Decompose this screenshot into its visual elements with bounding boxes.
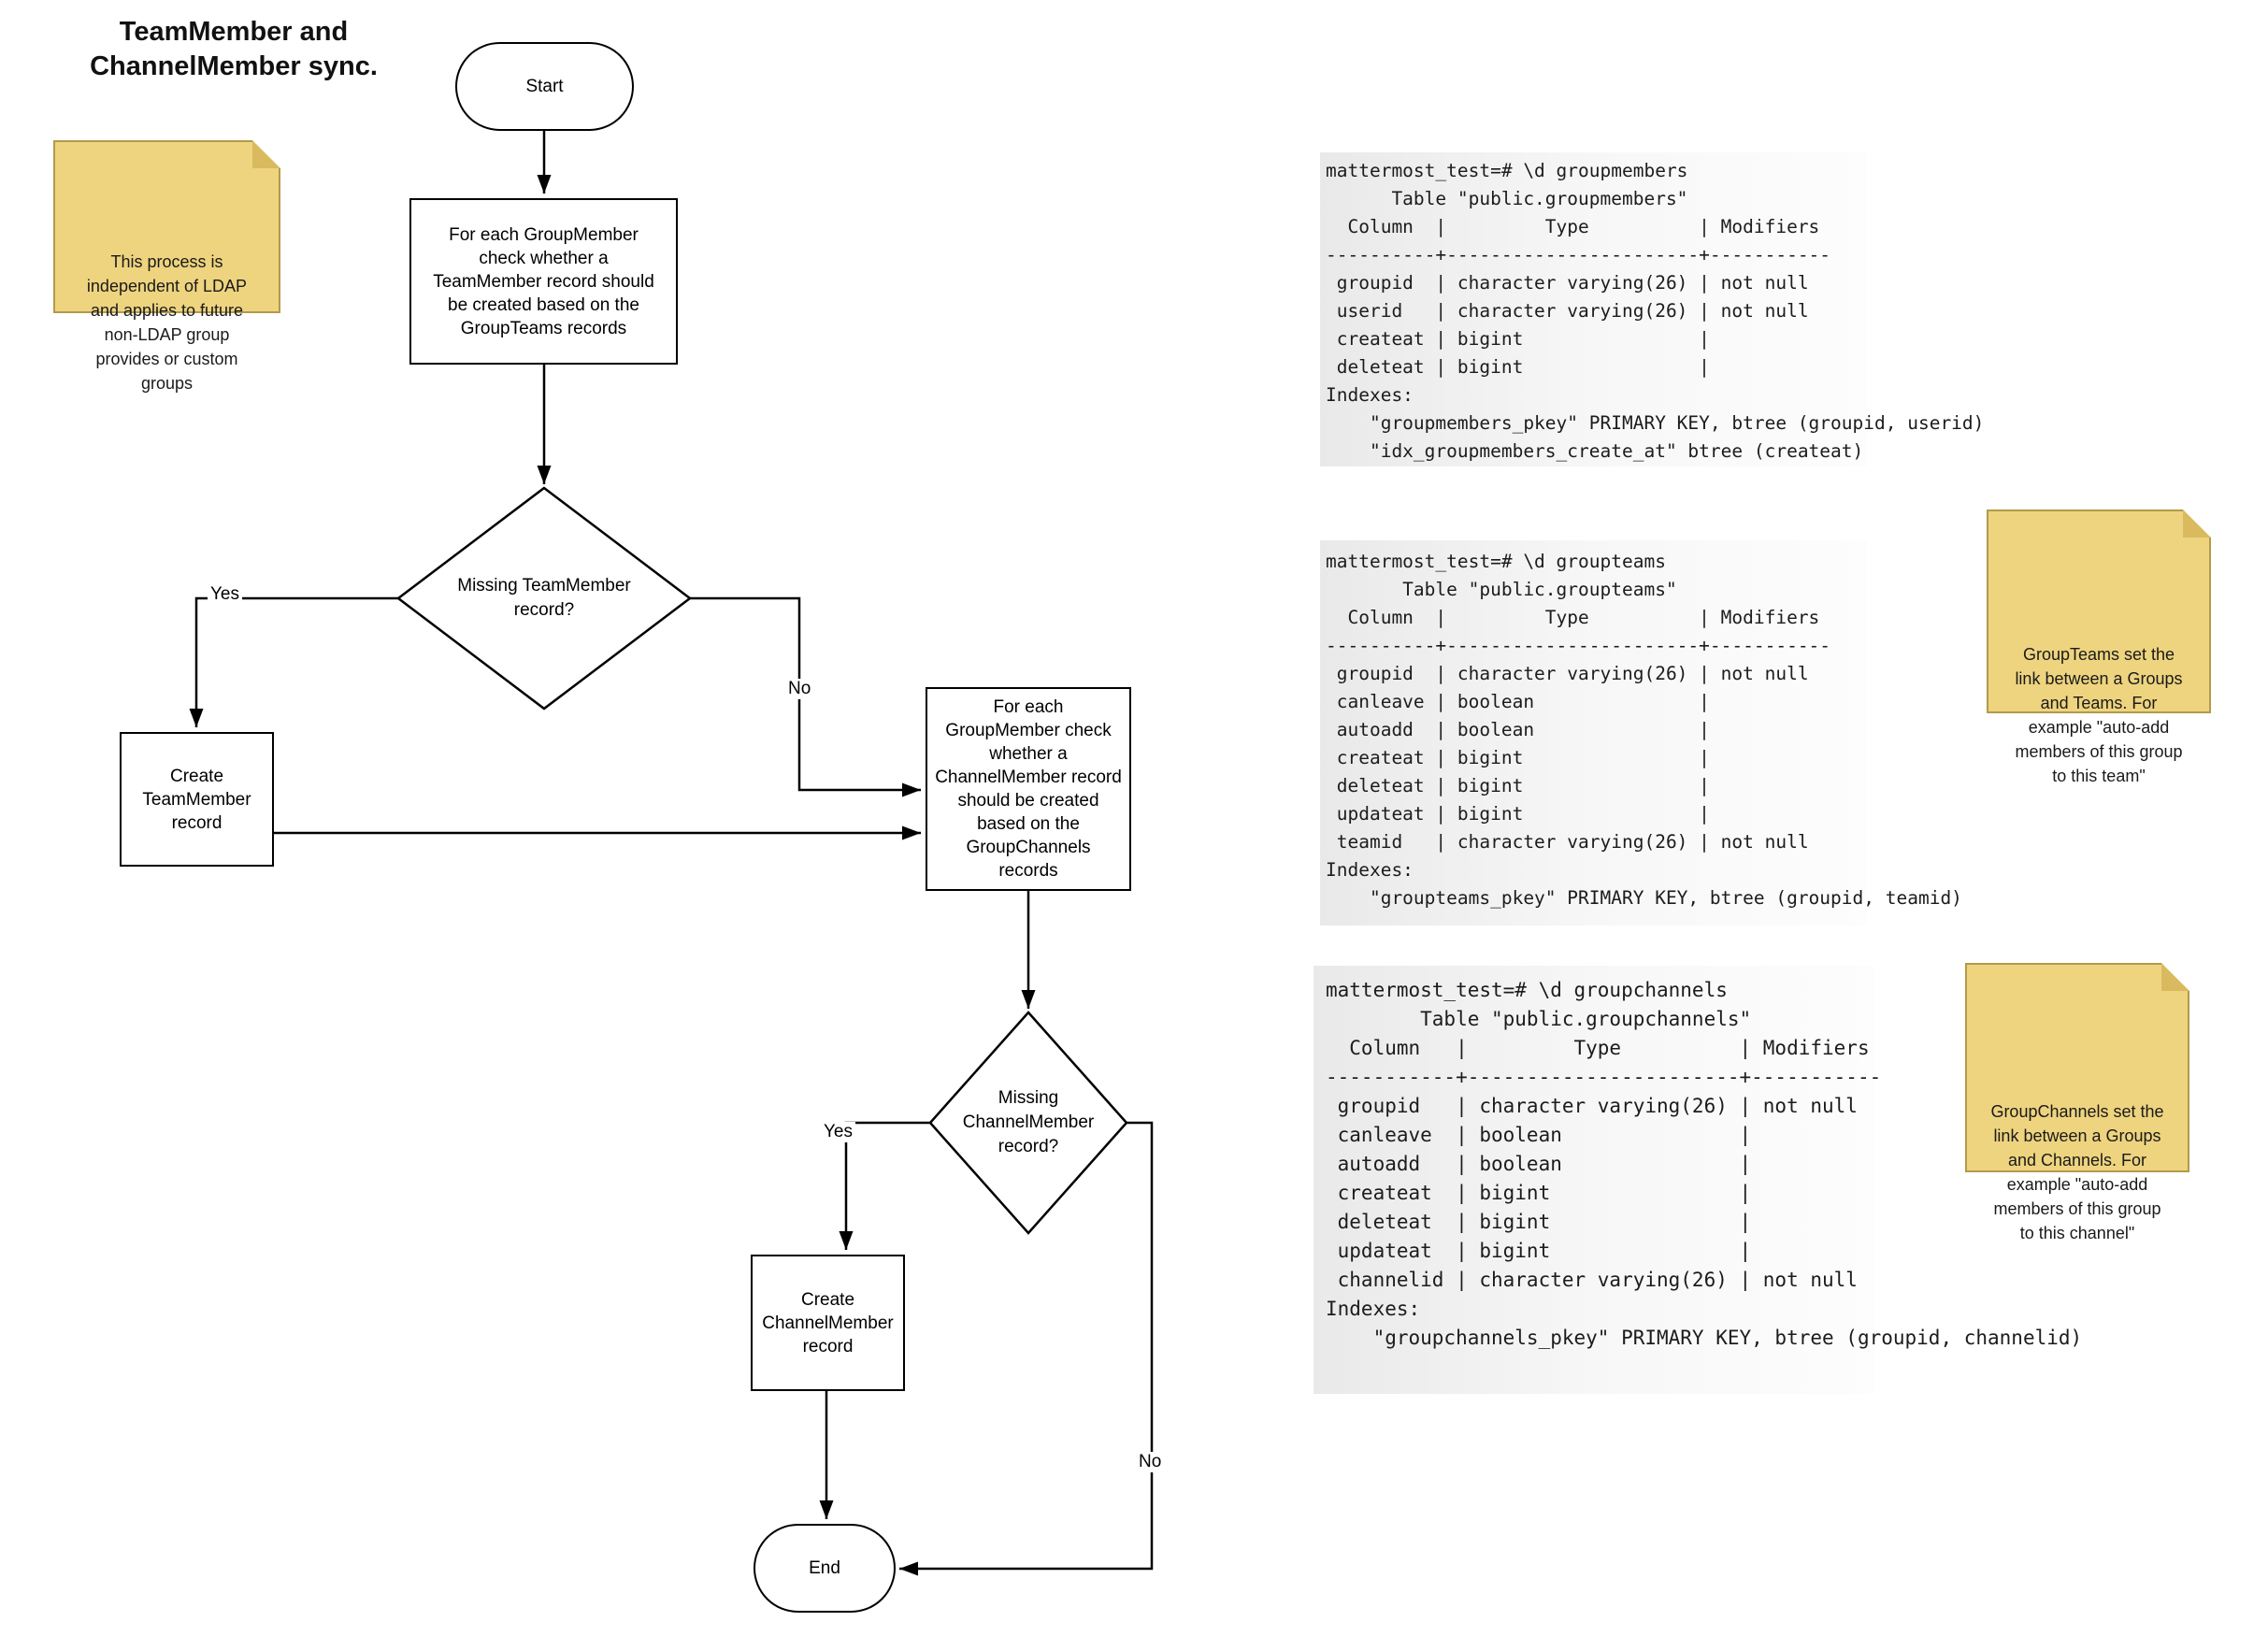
terminal-panel-groupteams: [1320, 540, 1867, 926]
end-node: End: [754, 1524, 896, 1613]
decision2-diamond: [928, 1011, 1128, 1235]
create-channelmember-node: Create ChannelMember record: [751, 1255, 905, 1391]
terminal-groupchannels-text: mattermost_test=# \d groupchannels Table…: [1326, 979, 2083, 1349]
create-teammember-node: Create TeamMember record: [120, 732, 274, 867]
process2-node: For each GroupMember check whether a Cha…: [926, 687, 1131, 891]
decision2-yes-label: Yes: [821, 1122, 855, 1142]
terminal-panel-groupmembers: [1320, 152, 1867, 466]
decision1-label: Missing TeamMember record?: [457, 576, 631, 620]
sticky-note-groupteams-text: GroupTeams set the link between a Groups…: [2015, 645, 2183, 785]
terminal-panel-groupchannels: [1313, 966, 1874, 1394]
start-node: Start: [455, 42, 634, 131]
sticky-note-ldap-text: This process is independent of LDAP and …: [86, 252, 248, 393]
sticky-note-groupteams: GroupTeams set the link between a Groups…: [1987, 509, 2211, 785]
sticky-note-groupchannels-text: GroupChannels set the link between a Gro…: [1990, 1102, 2164, 1242]
decision2-no-label: No: [1136, 1452, 1165, 1472]
decision1-no-label: No: [785, 679, 814, 699]
process1-node: For each GroupMember check whether a Tea…: [409, 198, 678, 365]
edge-decision1-yes: [189, 596, 398, 727]
sticky-note-ldap: This process is independent of LDAP and …: [53, 140, 280, 393]
decision1-diamond: [395, 486, 693, 710]
decision1-yes-label: Yes: [208, 584, 242, 605]
edge-decision2-yes: [839, 1121, 930, 1250]
edge-decision2-no: [899, 1121, 1154, 1576]
terminal-groupteams-text: mattermost_test=# \d groupteams Table "p…: [1326, 551, 1962, 909]
decision2-label: Missing ChannelMember record?: [962, 1088, 1095, 1156]
terminal-groupmembers-text: mattermost_test=# \d groupmembers Table …: [1326, 160, 1985, 462]
sticky-note-groupchannels: GroupChannels set the link between a Gro…: [1965, 963, 2189, 1242]
page-title: TeamMember and ChannelMember sync.: [90, 17, 378, 81]
